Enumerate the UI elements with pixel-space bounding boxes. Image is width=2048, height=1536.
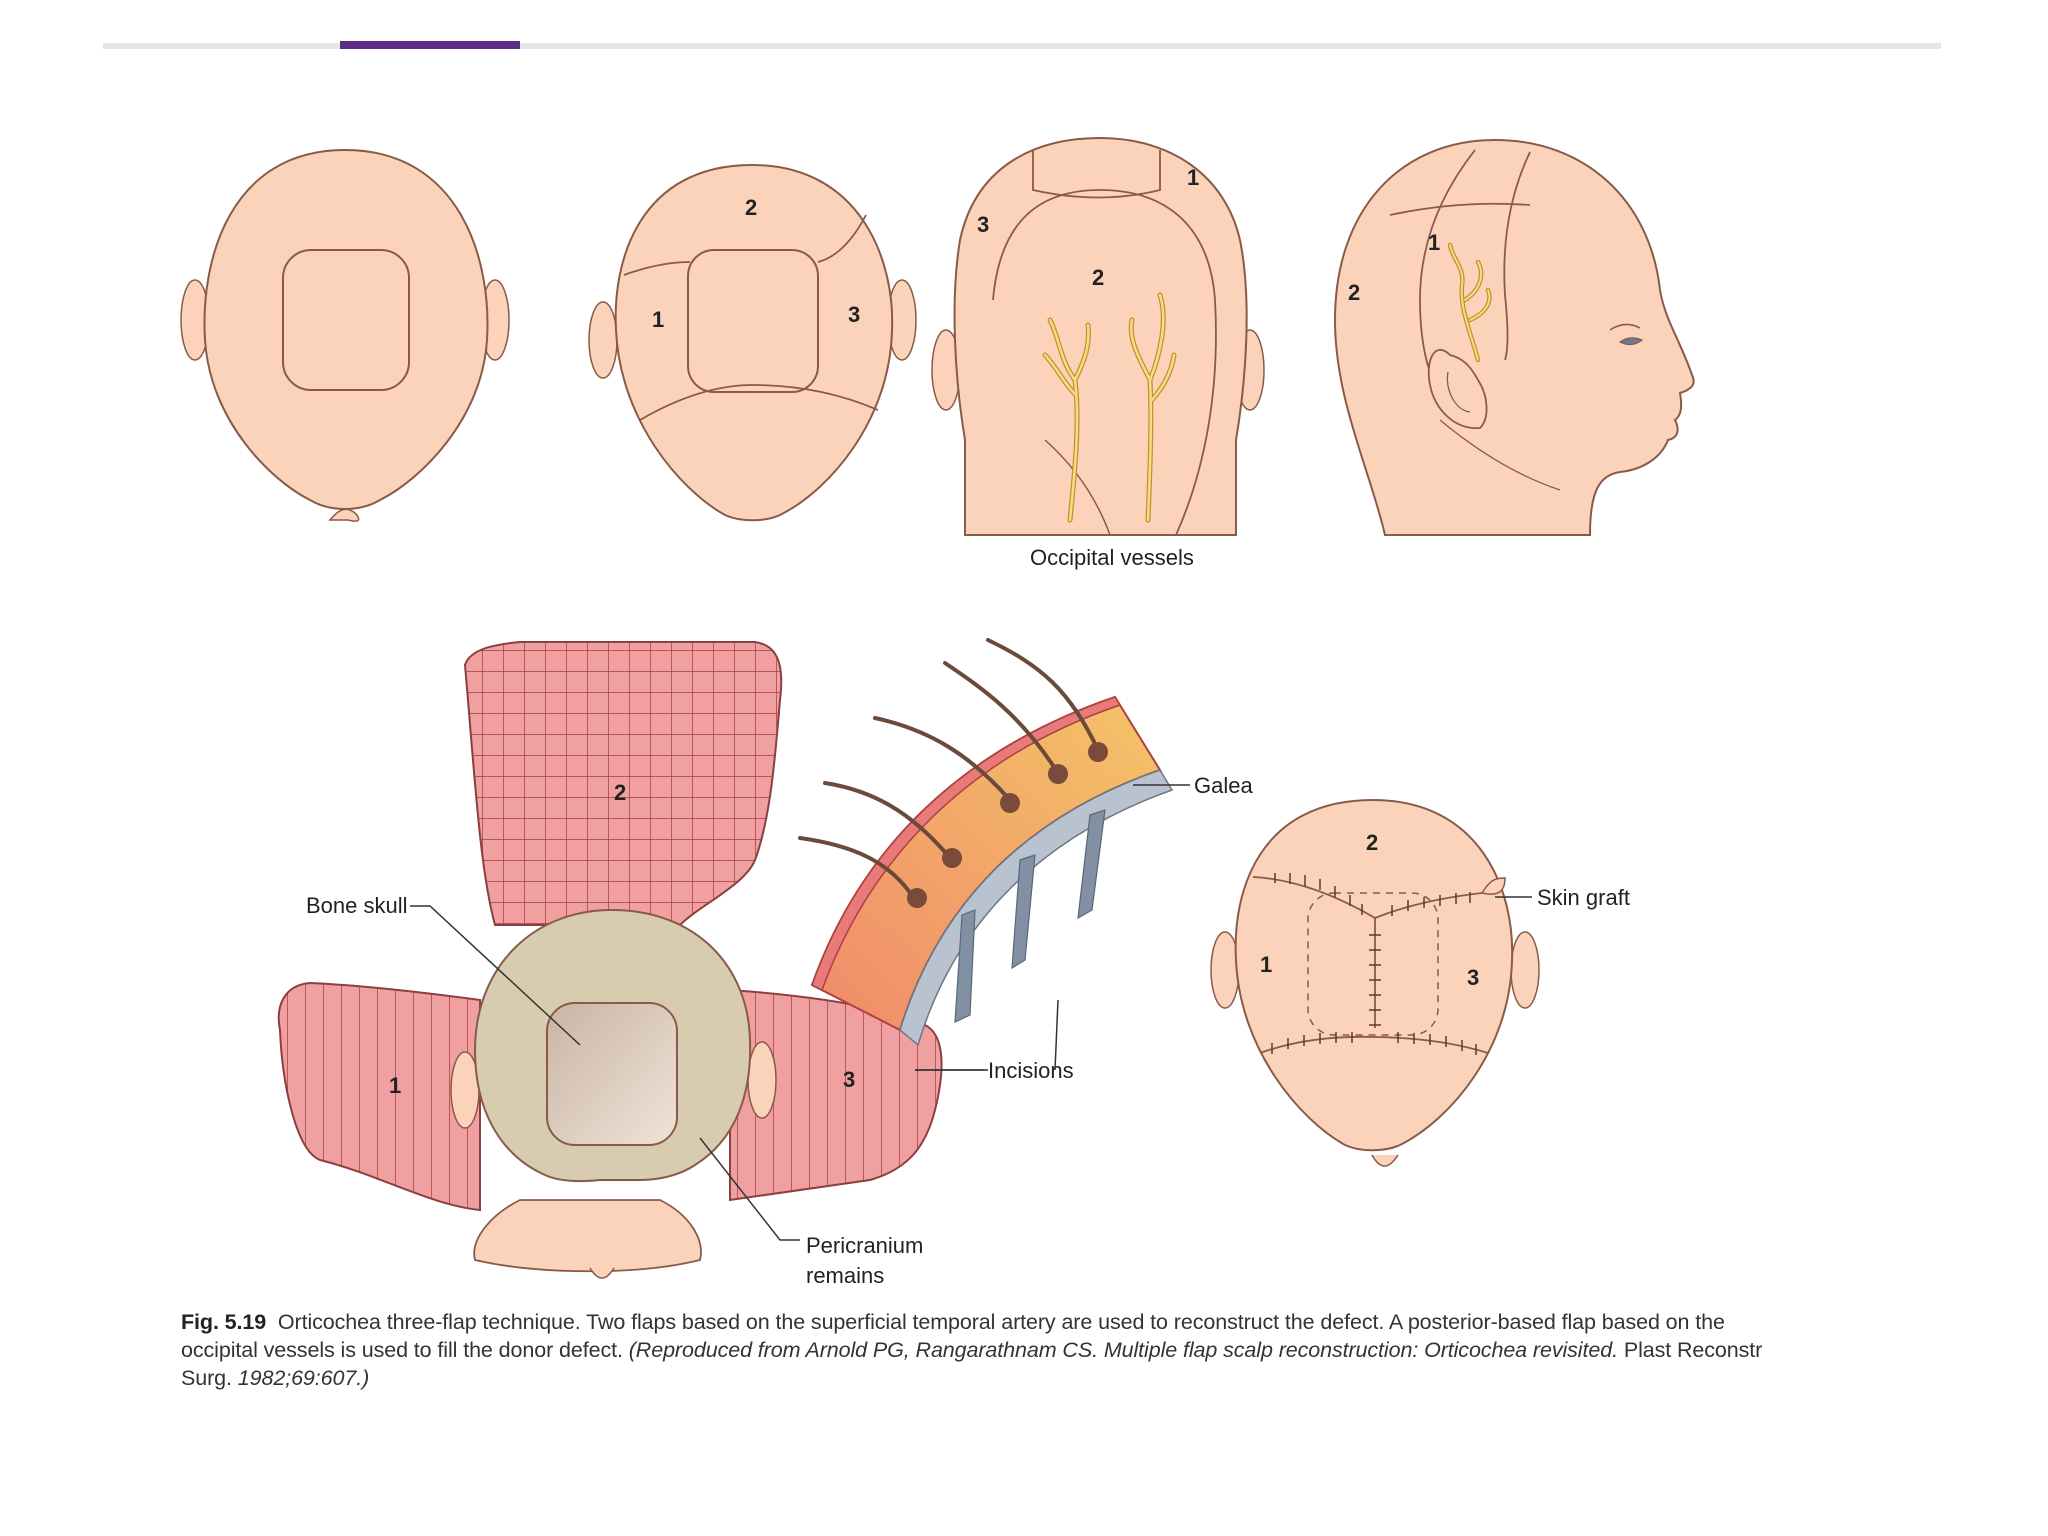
occipital-vessels-label: Occipital vessels xyxy=(1030,545,1194,570)
flap-1-lines xyxy=(277,981,481,1212)
sutures xyxy=(1271,873,1477,1055)
skin-graft-label: Skin graft xyxy=(1537,885,1630,910)
hair-shafts xyxy=(798,638,1100,902)
eye xyxy=(1618,337,1644,346)
head-outline xyxy=(953,136,1248,536)
pericranium-label-line1: Pericranium xyxy=(806,1233,923,1258)
hair-follicles xyxy=(907,742,1108,908)
lower-scalp xyxy=(473,1199,702,1273)
flap-3-lines xyxy=(729,988,943,1202)
right-ear xyxy=(1510,931,1540,1009)
caption-reference: (Reproduced from Arnold PG, Rangarathnam… xyxy=(628,1338,1618,1362)
head-profile-view xyxy=(1333,138,1695,536)
right-ear xyxy=(747,1041,777,1119)
head-occipital-view xyxy=(931,136,1265,536)
superficial-temporal-vessel-inner xyxy=(1449,244,1491,361)
head-outline xyxy=(614,163,894,522)
flap-number: 1 xyxy=(1187,165,1199,190)
bone-skull-leader xyxy=(410,905,581,1046)
flap-3-incision xyxy=(817,214,867,263)
flap-number: 1 xyxy=(1428,230,1440,255)
flap-number: 2 xyxy=(614,780,626,805)
scalp-cross-section xyxy=(798,638,1174,1047)
original-defect-dashed xyxy=(1307,892,1439,1036)
flap-2-incision xyxy=(639,384,879,421)
scalp-defect xyxy=(282,249,410,391)
ear-inner xyxy=(1446,371,1471,413)
left-ear xyxy=(588,301,618,379)
flap-2-outline xyxy=(992,189,1217,536)
three-flap-figure: 2 1 3 1 3 2 1 2 Occipital vessels 2 1 3 … xyxy=(180,136,1695,1288)
flap-number: 3 xyxy=(848,302,860,327)
right-occipital-vessel-inner xyxy=(1129,293,1176,522)
flap-number: 1 xyxy=(1260,952,1272,977)
flap-number: 2 xyxy=(1366,830,1378,855)
eyebrow xyxy=(1609,323,1641,331)
figure-label: Fig. 5.19 xyxy=(181,1310,267,1334)
top-divider-accent xyxy=(340,41,520,49)
incision-slits xyxy=(954,809,1106,1023)
neck xyxy=(589,1267,615,1279)
flap-2-grid xyxy=(463,641,783,926)
flap-number: 2 xyxy=(1092,265,1104,290)
bone-skull-label: Bone skull xyxy=(306,893,408,918)
closure-line-lower xyxy=(1259,1035,1489,1054)
flap-number: 3 xyxy=(843,1067,855,1092)
flap-boundary xyxy=(1503,151,1531,361)
pericranium-label-line2: remains xyxy=(806,1263,884,1288)
jaw-line xyxy=(1439,419,1561,491)
flap-number: 3 xyxy=(977,212,989,237)
head-outline xyxy=(1333,138,1695,536)
flap-number: 2 xyxy=(1348,280,1360,305)
neck xyxy=(328,508,360,522)
top-divider xyxy=(103,43,1941,49)
flap-1-outline xyxy=(1389,202,1531,216)
raised-flaps-view xyxy=(277,641,943,1279)
flap-number: 1 xyxy=(389,1073,401,1098)
left-occipital-vessel-inner xyxy=(1043,318,1090,522)
flap-1-outline xyxy=(1032,150,1161,199)
bone-skull-exposed xyxy=(546,1002,678,1146)
flap-1-incision xyxy=(623,261,691,276)
neck xyxy=(1371,1154,1399,1167)
closure-line-upper xyxy=(1252,876,1483,919)
pericranium-leader xyxy=(699,1137,800,1241)
head-flap-design xyxy=(588,163,917,522)
caption-journal: Plast Reconstr Surg. xyxy=(181,1338,1763,1390)
flap-base-line xyxy=(1044,439,1111,536)
figure-caption: Fig. 5.19 Orticochea three-flap techniqu… xyxy=(181,1308,1801,1392)
flap-number: 1 xyxy=(652,307,664,332)
head-closed-result xyxy=(1210,798,1540,1167)
head-outline xyxy=(1234,798,1514,1152)
scalp-defect xyxy=(687,249,819,393)
galea-label: Galea xyxy=(1194,773,1253,798)
flap-number: 2 xyxy=(745,195,757,220)
incisions-label: Incisions xyxy=(988,1058,1074,1083)
head-defect-view xyxy=(180,148,510,522)
ear xyxy=(1427,348,1488,429)
galea-layer xyxy=(810,695,1162,1032)
skin-graft-area xyxy=(1480,877,1506,895)
caption-text: Orticochea three-flap technique. Two fla… xyxy=(181,1310,1725,1362)
caption-citation: 1982;69:607.) xyxy=(237,1366,370,1390)
flap-number: 3 xyxy=(1467,965,1479,990)
